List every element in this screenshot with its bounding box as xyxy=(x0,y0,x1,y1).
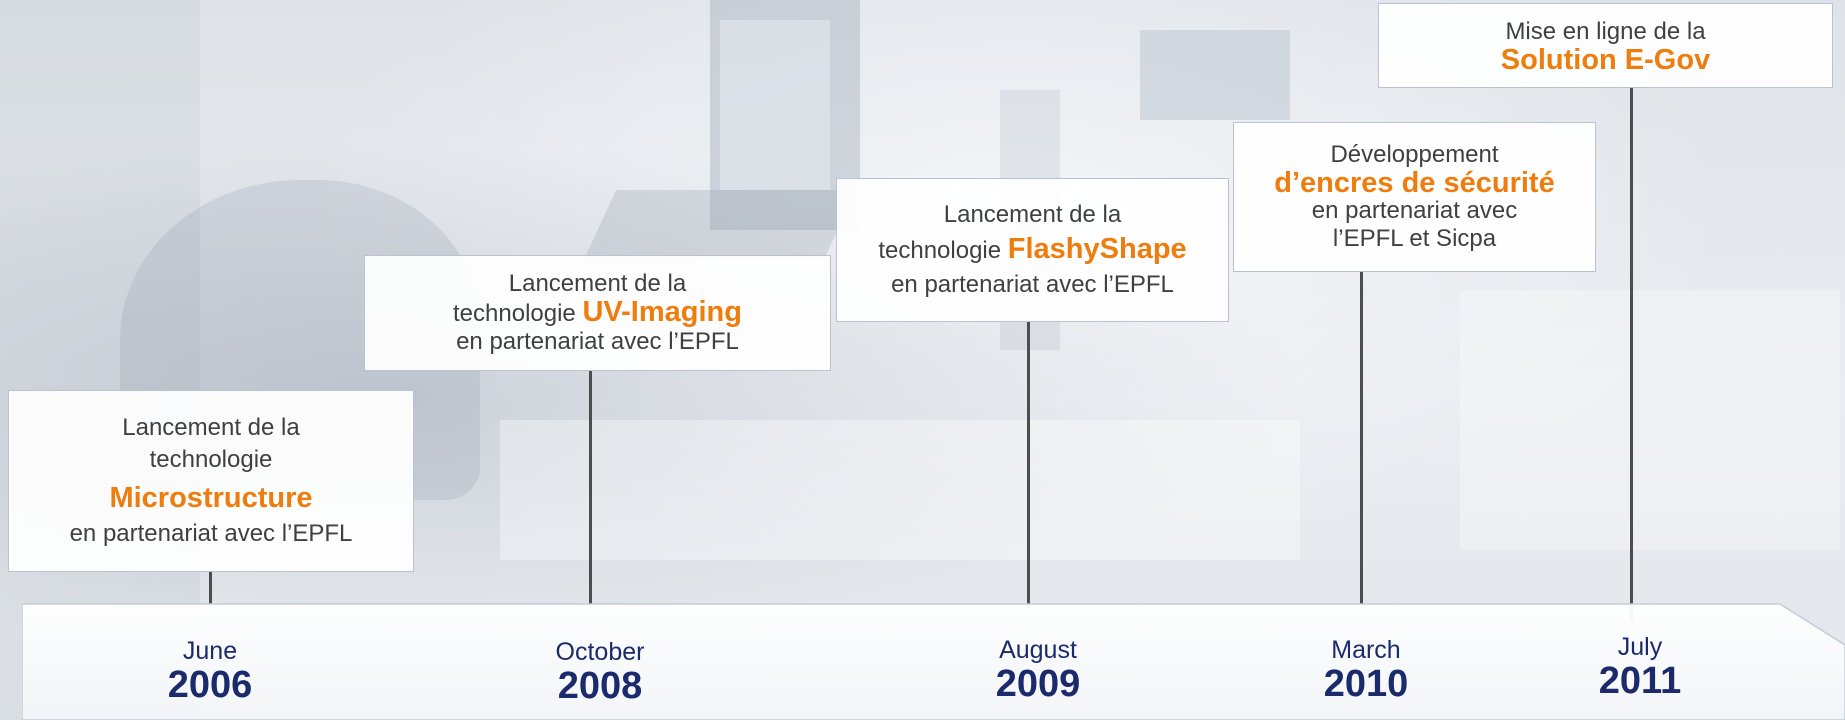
event-text: Lancement de la xyxy=(508,270,687,297)
date-2009: August 2009 xyxy=(996,636,1081,704)
event-box-2006: Lancement de la technologie Microstructu… xyxy=(8,390,414,572)
event-box-2010: Développement d’encres de sécurité en pa… xyxy=(1233,122,1596,272)
connector-2011 xyxy=(1630,88,1633,621)
event-text: l’EPFL et Sicpa xyxy=(1332,225,1497,252)
event-highlight: d’encres de sécurité xyxy=(1274,167,1555,199)
event-box-2009: Lancement de la technologie FlashyShape … xyxy=(836,178,1229,322)
event-highlight: UV-Imaging xyxy=(582,296,742,328)
event-highlight: Microstructure xyxy=(109,482,313,514)
connector-2008 xyxy=(589,371,592,604)
event-text: technologie xyxy=(453,300,576,327)
date-year: 2006 xyxy=(167,664,253,706)
date-2006: June 2006 xyxy=(168,637,253,705)
event-box-2008: Lancement de la technologie UV-Imaging e… xyxy=(364,255,831,371)
event-box-2011: Mise en ligne de la Solution E-Gov xyxy=(1378,3,1833,88)
event-text: en partenariat avec xyxy=(1311,197,1518,224)
event-text: en partenariat avec l’EPFL xyxy=(891,271,1174,298)
event-highlight: FlashyShape xyxy=(1007,233,1187,265)
date-2011: July 2011 xyxy=(1599,633,1681,701)
date-year: 2010 xyxy=(1323,663,1409,705)
date-year: 2011 xyxy=(1598,660,1682,702)
date-2008: October 2008 xyxy=(556,638,645,706)
event-text: Développement xyxy=(1330,141,1499,168)
date-month: June xyxy=(182,637,238,665)
event-text: Mise en ligne de la xyxy=(1505,17,1706,45)
event-text: en partenariat avec l’EPFL xyxy=(456,328,739,355)
event-text: en partenariat avec l’EPFL xyxy=(69,520,353,547)
date-month: October xyxy=(555,638,645,666)
date-month: August xyxy=(999,636,1077,664)
event-text: Lancement de la xyxy=(122,414,300,441)
date-year: 2009 xyxy=(995,663,1081,705)
event-text: technologie xyxy=(878,237,1002,264)
date-year: 2008 xyxy=(557,665,643,707)
event-text: Lancement de la xyxy=(943,201,1122,228)
timeline-arrow xyxy=(22,603,1845,720)
date-month: March xyxy=(1331,636,1401,664)
date-month: July xyxy=(1617,633,1663,661)
event-text: technologie xyxy=(149,446,273,473)
connector-2010 xyxy=(1360,272,1363,604)
connector-2006 xyxy=(209,572,212,604)
connector-2009 xyxy=(1027,322,1030,608)
event-highlight: Solution E-Gov xyxy=(1500,43,1711,76)
date-2010: March 2010 xyxy=(1324,636,1409,704)
